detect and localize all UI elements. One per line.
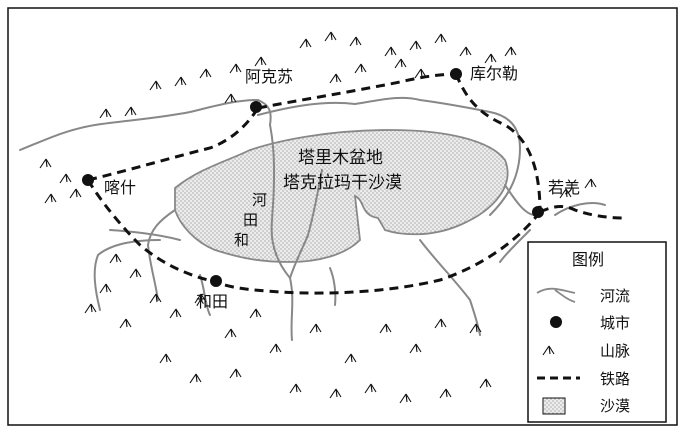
desert-area: [174, 129, 509, 263]
city-dot-icon: [82, 174, 94, 186]
river-label-char-3: 和: [234, 231, 249, 249]
legend-desert-label: 沙漠: [600, 397, 630, 415]
legend-mountain-label: 山脉: [600, 342, 630, 360]
basin-name: 塔里木盆地: [298, 148, 383, 168]
city-label-korla: 库尔勒: [470, 64, 518, 83]
city-label-aksu: 阿克苏: [245, 67, 293, 86]
city-dot-icon: [250, 101, 262, 113]
legend-railway-label: 铁路: [600, 370, 630, 388]
legend-city-label: 城市: [600, 314, 630, 332]
river-line-icon: [536, 287, 576, 303]
river-label-char-2: 田: [243, 211, 258, 229]
desert-name: 塔克拉玛干沙漠: [283, 173, 402, 193]
legend-title: 图例: [572, 250, 604, 269]
city-dot-icon: [450, 68, 462, 80]
map-frame: [7, 7, 678, 426]
river-label-char-1: 河: [252, 191, 267, 209]
city-dot-icon: [532, 206, 544, 218]
legend: 图例 河流 城市 山脉 铁路 沙漠: [527, 241, 667, 423]
legend-river-label: 河流: [600, 287, 630, 305]
city-label-hotan: 和田: [196, 292, 228, 311]
city-label-kashgar: 喀什: [104, 178, 136, 197]
city-label-ruoqiang: 若羌: [548, 178, 580, 197]
river-network: [19, 96, 606, 341]
city-dot-icon: [550, 316, 562, 328]
legend-box: [527, 241, 667, 423]
city-markers: [82, 68, 544, 287]
railway-network: [86, 72, 626, 295]
city-dot-icon: [210, 275, 222, 287]
desert-swatch-icon: [542, 397, 566, 415]
